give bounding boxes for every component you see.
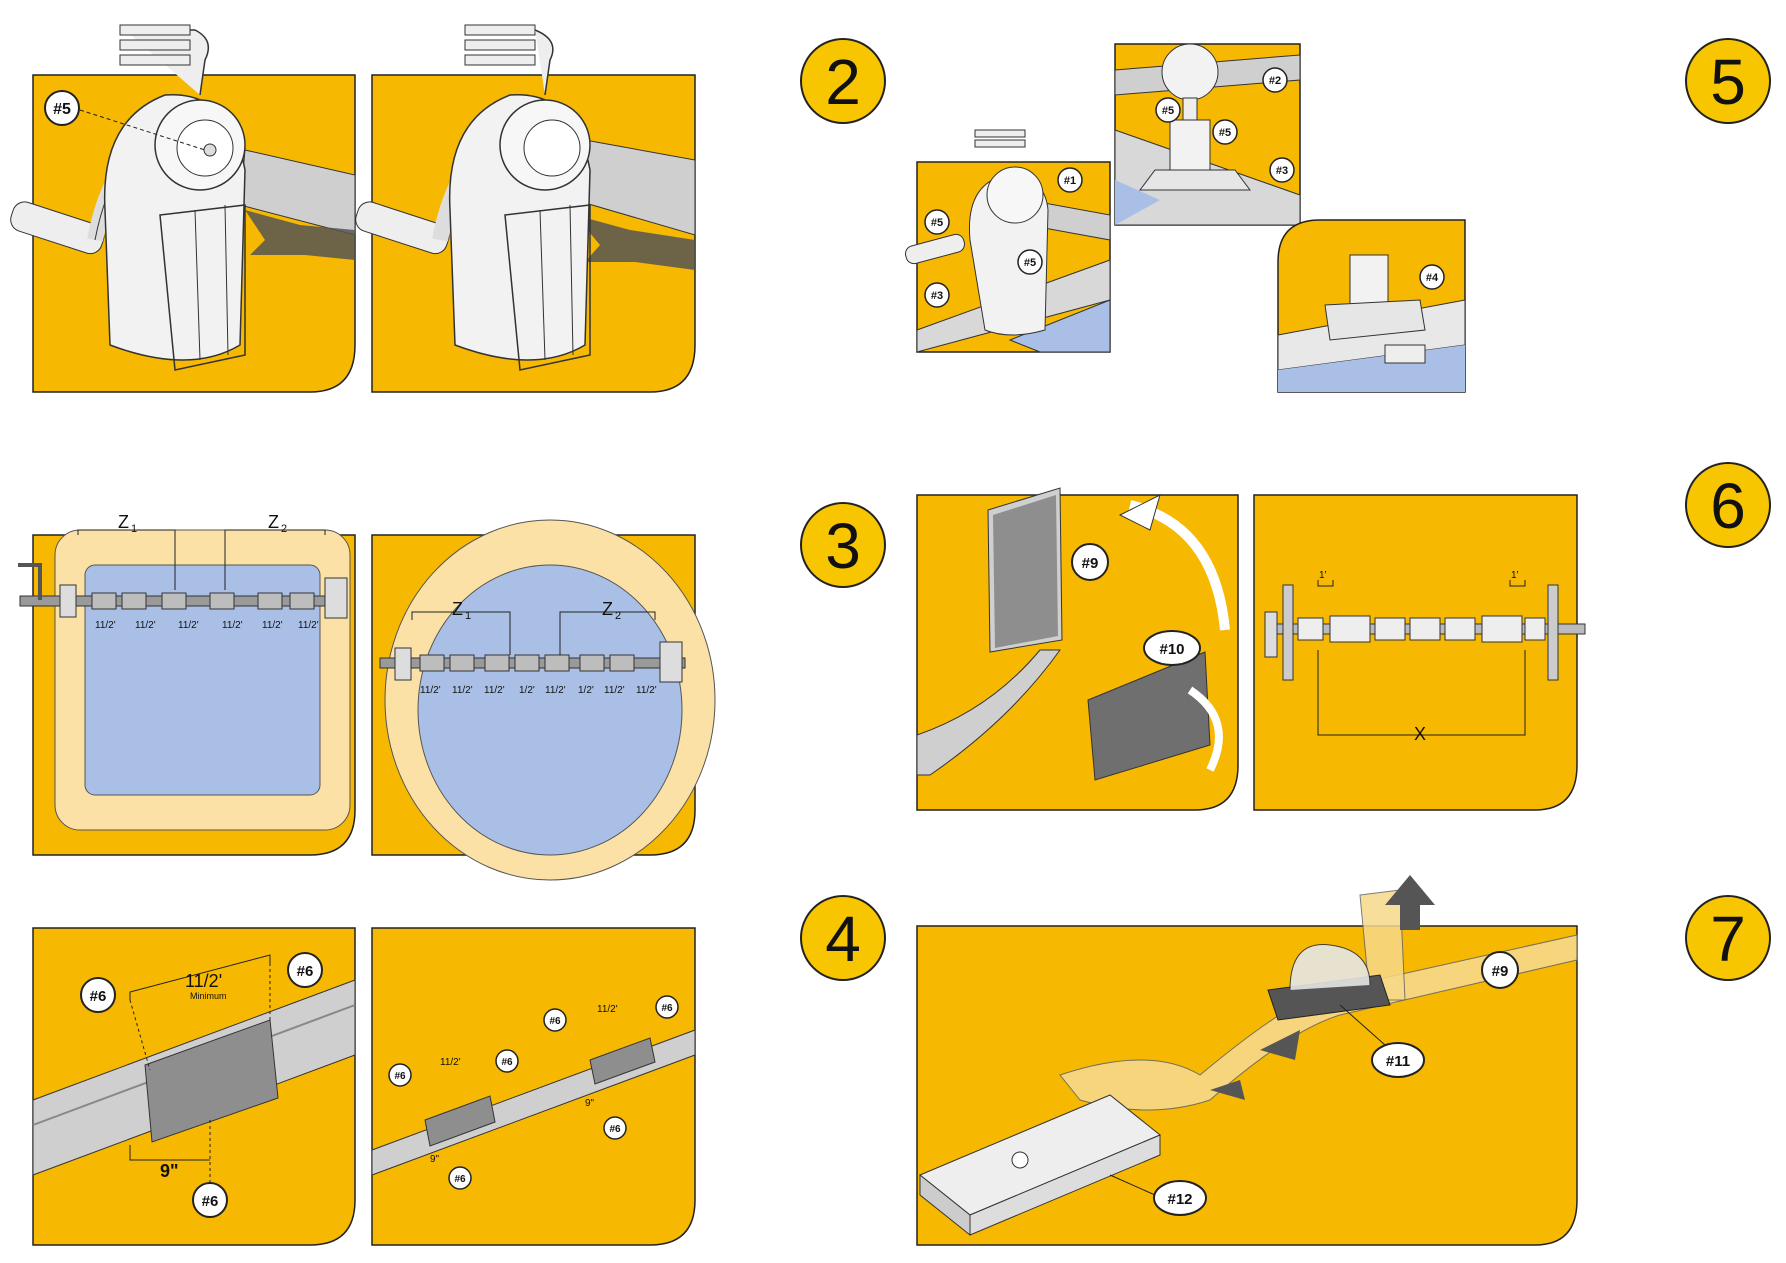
- measure-x: X: [1414, 724, 1426, 744]
- svg-text:11/2': 11/2': [597, 1004, 618, 1015]
- panel-tape-overview: 11/2' 11/2' 9" 9" #6 #6 #6 #6 #6 #6: [371, 927, 696, 1246]
- svg-text:1: 1: [465, 610, 471, 622]
- step-2: 2: [825, 46, 861, 118]
- label-p11: #11: [1386, 1053, 1410, 1070]
- svg-text:2: 2: [281, 523, 287, 535]
- step-5: 5: [1710, 46, 1746, 118]
- label-p2: #2: [1269, 75, 1281, 87]
- step-4: 4: [825, 903, 861, 975]
- svg-text:#6: #6: [549, 1016, 561, 1027]
- svg-text:#6: #6: [202, 1193, 219, 1210]
- svg-text:#6: #6: [297, 963, 314, 980]
- zone-z1-oval: Z: [452, 599, 463, 619]
- panel-mount-clamp: #4: [1277, 219, 1466, 393]
- panel-tape-closeup: 11/2' Minimum 9" #6 #6 #6: [32, 927, 356, 1246]
- label-p12: #12: [1167, 1191, 1192, 1208]
- measure-one-foot-left: 1': [1319, 570, 1327, 581]
- svg-text:#6: #6: [501, 1057, 513, 1068]
- panel-pool-oval: Z 1 Z 2 11/2' 11/2' 11/2' 1/2' 11/2' 1/2…: [371, 519, 716, 881]
- svg-text:11/2': 11/2': [604, 685, 625, 696]
- panel-strap-attach: #9 #10: [916, 487, 1239, 811]
- measure-row-oval: 11/2' 11/2' 11/2' 1/2' 11/2' 1/2' 11/2' …: [420, 685, 657, 696]
- svg-text:11/2': 11/2': [420, 685, 441, 696]
- measure-one-foot-right: 1': [1511, 570, 1519, 581]
- panel-strap-buckle: #9 #11 #12: [916, 875, 1578, 1246]
- label-p10: #10: [1159, 641, 1184, 658]
- panel-strap-spacing: 1' 1' X: [1253, 494, 1586, 811]
- svg-text:#5: #5: [931, 217, 943, 229]
- panel-mount-reel: #1 #5 #5 #3: [904, 129, 1111, 353]
- svg-text:#6: #6: [454, 1174, 466, 1185]
- svg-text:11/2': 11/2': [452, 685, 473, 696]
- measure-nine-inch-closeup: 9": [160, 1161, 179, 1181]
- svg-text:#3: #3: [1276, 165, 1288, 177]
- svg-text:#6: #6: [661, 1003, 673, 1014]
- svg-text:11/2': 11/2': [298, 620, 319, 631]
- svg-text:11/2': 11/2': [484, 685, 505, 696]
- svg-text:#3: #3: [931, 290, 943, 302]
- svg-text:11/2': 11/2': [440, 1057, 461, 1068]
- svg-text:1/2': 1/2': [578, 685, 594, 696]
- step-6: 6: [1710, 470, 1746, 542]
- zone-z1-rect: Z: [118, 512, 129, 532]
- panel-pool-rect: Z 1 Z 2 11/2' 11/2' 11/2' 11/2' 11/2' 11…: [18, 512, 356, 856]
- svg-text:#5: #5: [1219, 127, 1231, 139]
- panel-reel-right: [355, 24, 696, 393]
- label-p9-attach: #9: [1082, 555, 1099, 572]
- svg-text:11/2': 11/2': [545, 685, 566, 696]
- svg-text:11/2': 11/2': [95, 620, 116, 631]
- svg-text:9": 9": [430, 1154, 440, 1165]
- panel-reel-left: #5: [10, 24, 356, 393]
- step-7: 7: [1710, 903, 1746, 975]
- svg-text:#5: #5: [1162, 105, 1174, 117]
- svg-text:11/2': 11/2': [636, 685, 657, 696]
- label-p1: #1: [1064, 175, 1076, 187]
- svg-text:#6: #6: [394, 1071, 406, 1082]
- svg-text:11/2': 11/2': [178, 620, 199, 631]
- label-p5-reel-left: #5: [53, 101, 71, 118]
- svg-text:9": 9": [585, 1098, 595, 1109]
- svg-text:1/2': 1/2': [519, 685, 535, 696]
- svg-text:11/2': 11/2': [135, 620, 156, 631]
- step-3: 3: [825, 510, 861, 582]
- panel-mount-base: #2 #5 #5 #3: [1114, 43, 1301, 226]
- svg-text:1: 1: [131, 523, 137, 535]
- label-p9-buckle: #9: [1492, 963, 1509, 980]
- measure-one-half-closeup: 11/2': [185, 971, 222, 991]
- step-circles: 2 3 4 5 6 7: [800, 38, 1771, 981]
- zone-z2-oval: Z: [602, 599, 613, 619]
- label-p4: #4: [1426, 272, 1439, 284]
- svg-text:#6: #6: [609, 1124, 621, 1135]
- svg-text:11/2': 11/2': [222, 620, 243, 631]
- svg-text:#6: #6: [90, 988, 107, 1005]
- svg-text:Minimum: Minimum: [190, 991, 227, 1001]
- svg-text:11/2': 11/2': [262, 620, 283, 631]
- svg-text:2: 2: [615, 610, 621, 622]
- measure-row-rect: 11/2' 11/2' 11/2' 11/2' 11/2' 11/2': [95, 620, 319, 631]
- svg-text:#5: #5: [1024, 257, 1036, 269]
- zone-z2-rect: Z: [268, 512, 279, 532]
